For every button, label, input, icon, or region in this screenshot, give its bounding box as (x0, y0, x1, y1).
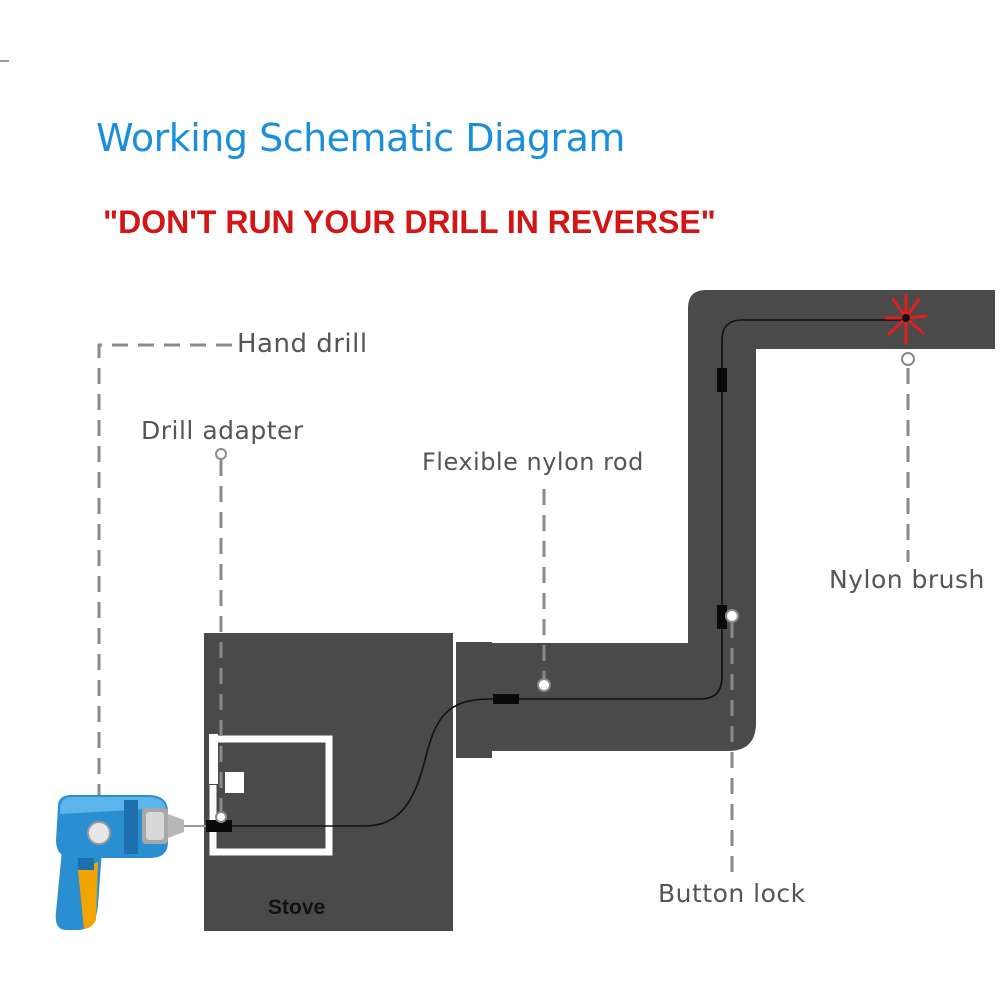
anchor-nylon-rod (537, 678, 551, 692)
label-drill-adapter: Drill adapter (141, 416, 304, 445)
label-stove: Stove (268, 896, 326, 919)
label-hand-drill: Hand drill (237, 329, 368, 359)
stove-vent-square (225, 772, 244, 793)
hand-drill-icon (55, 795, 206, 930)
label-button-lock: Button lock (658, 879, 806, 908)
label-nylon-brush: Nylon brush (829, 565, 985, 594)
rod-connector (717, 368, 727, 392)
nylon-rod (222, 319, 905, 827)
flue-pipe (488, 290, 995, 751)
stove-window-slot (209, 734, 218, 784)
anchor-button-lock (725, 609, 739, 623)
anchor-drill-adapter (215, 448, 227, 460)
anchor-drill-adapter-end (215, 811, 227, 823)
leader-hand-drill (97, 343, 232, 815)
nylon-brush-hub (902, 314, 910, 322)
rod-connector (493, 694, 519, 704)
anchor-nylon-brush (901, 352, 915, 366)
button-lock-connector (717, 605, 727, 629)
label-flexible-nylon-rod: Flexible nylon rod (422, 448, 644, 476)
stove-window (209, 735, 333, 856)
warning-text: "DON'T RUN YOUR DRILL IN REVERSE" (103, 204, 716, 240)
diagram-title: Working Schematic Diagram (96, 116, 625, 160)
drill-adapter-connector (206, 820, 232, 832)
